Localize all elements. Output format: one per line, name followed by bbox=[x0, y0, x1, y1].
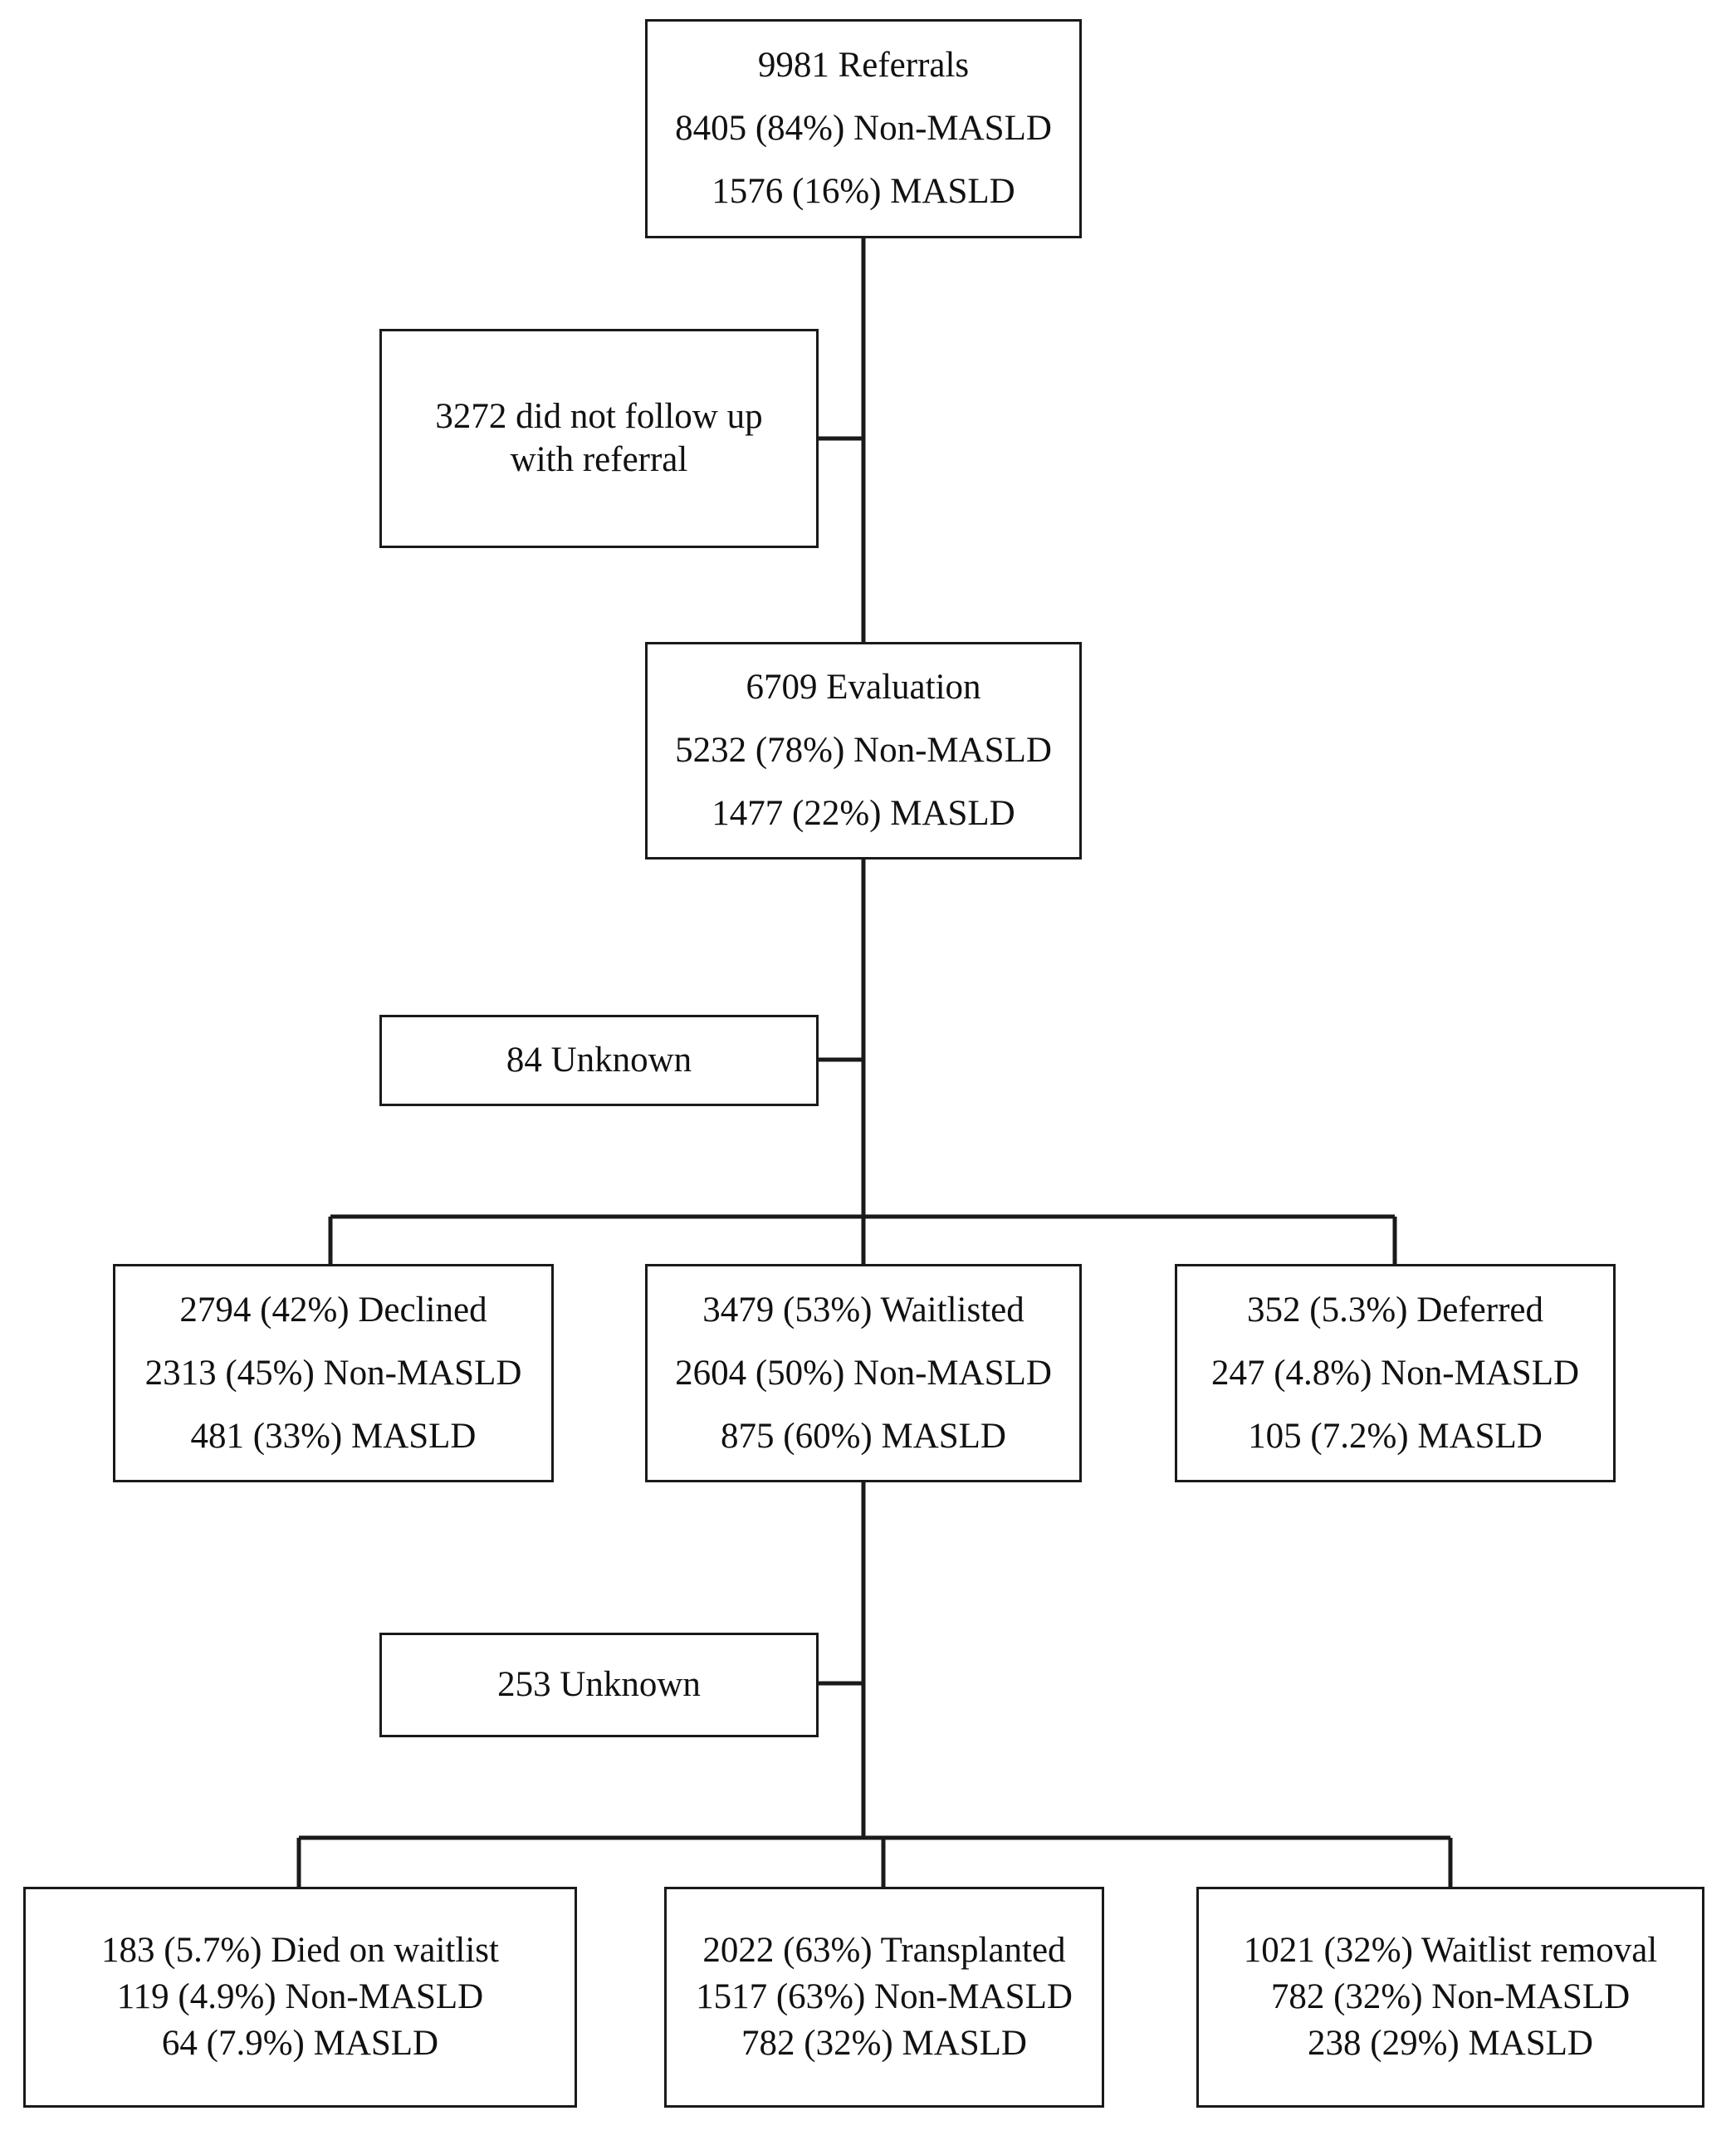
transplanted-non-masld: 1517 (63%) Non-MASLD bbox=[696, 1977, 1073, 2016]
evaluation-masld: 1477 (22%) MASLD bbox=[712, 794, 1015, 833]
removal-total: 1021 (32%) Waitlist removal bbox=[1243, 1931, 1658, 1970]
transplanted-box: 2022 (63%) Transplanted 1517 (63%) Non-M… bbox=[664, 1887, 1104, 2108]
evaluation-box: 6709 Evaluation 5232 (78%) Non-MASLD 147… bbox=[645, 642, 1082, 860]
removal-masld: 238 (29%) MASLD bbox=[1308, 2024, 1593, 2063]
deferred-masld: 105 (7.2%) MASLD bbox=[1248, 1416, 1543, 1456]
deferred-box: 352 (5.3%) Deferred 247 (4.8%) Non-MASLD… bbox=[1175, 1264, 1616, 1482]
waitlisted-total: 3479 (53%) Waitlisted bbox=[702, 1290, 1024, 1330]
removal-non-masld: 782 (32%) Non-MASLD bbox=[1270, 1977, 1631, 2016]
declined-non-masld: 2313 (45%) Non-MASLD bbox=[144, 1353, 522, 1393]
referrals-non-masld: 8405 (84%) Non-MASLD bbox=[675, 109, 1052, 148]
transplanted-masld: 782 (32%) MASLD bbox=[741, 2024, 1027, 2063]
unknown-2-box: 253 Unknown bbox=[379, 1633, 819, 1737]
deferred-non-masld: 247 (4.8%) Non-MASLD bbox=[1210, 1353, 1580, 1393]
evaluation-non-masld: 5232 (78%) Non-MASLD bbox=[675, 731, 1052, 770]
transplanted-total: 2022 (63%) Transplanted bbox=[702, 1931, 1066, 1970]
referrals-total: 9981 Referrals bbox=[757, 46, 970, 85]
no-followup-box: 3272 did not follow up with referral bbox=[379, 329, 819, 548]
declined-total: 2794 (42%) Declined bbox=[179, 1290, 487, 1330]
unknown-1-box: 84 Unknown bbox=[379, 1015, 819, 1106]
evaluation-total: 6709 Evaluation bbox=[746, 668, 981, 707]
died-non-masld: 119 (4.9%) Non-MASLD bbox=[116, 1977, 484, 2016]
no-followup-line-1: 3272 did not follow up bbox=[435, 397, 763, 436]
unknown-2-label: 253 Unknown bbox=[497, 1665, 701, 1704]
no-followup-line-2: with referral bbox=[510, 440, 688, 479]
unknown-1-label: 84 Unknown bbox=[506, 1041, 692, 1080]
waitlisted-box: 3479 (53%) Waitlisted 2604 (50%) Non-MAS… bbox=[645, 1264, 1082, 1482]
referrals-masld: 1576 (16%) MASLD bbox=[712, 172, 1015, 211]
waitlisted-masld: 875 (60%) MASLD bbox=[721, 1416, 1006, 1456]
declined-masld: 481 (33%) MASLD bbox=[190, 1416, 477, 1456]
declined-box: 2794 (42%) Declined 2313 (45%) Non-MASLD… bbox=[113, 1264, 554, 1482]
died-box: 183 (5.7%) Died on waitlist 119 (4.9%) N… bbox=[23, 1887, 577, 2108]
removal-box: 1021 (32%) Waitlist removal 782 (32%) No… bbox=[1196, 1887, 1704, 2108]
referrals-box: 9981 Referrals 8405 (84%) Non-MASLD 1576… bbox=[645, 19, 1082, 238]
waitlisted-non-masld: 2604 (50%) Non-MASLD bbox=[675, 1353, 1052, 1393]
died-total: 183 (5.7%) Died on waitlist bbox=[101, 1931, 499, 1970]
deferred-total: 352 (5.3%) Deferred bbox=[1247, 1290, 1543, 1330]
died-masld: 64 (7.9%) MASLD bbox=[161, 2024, 439, 2063]
